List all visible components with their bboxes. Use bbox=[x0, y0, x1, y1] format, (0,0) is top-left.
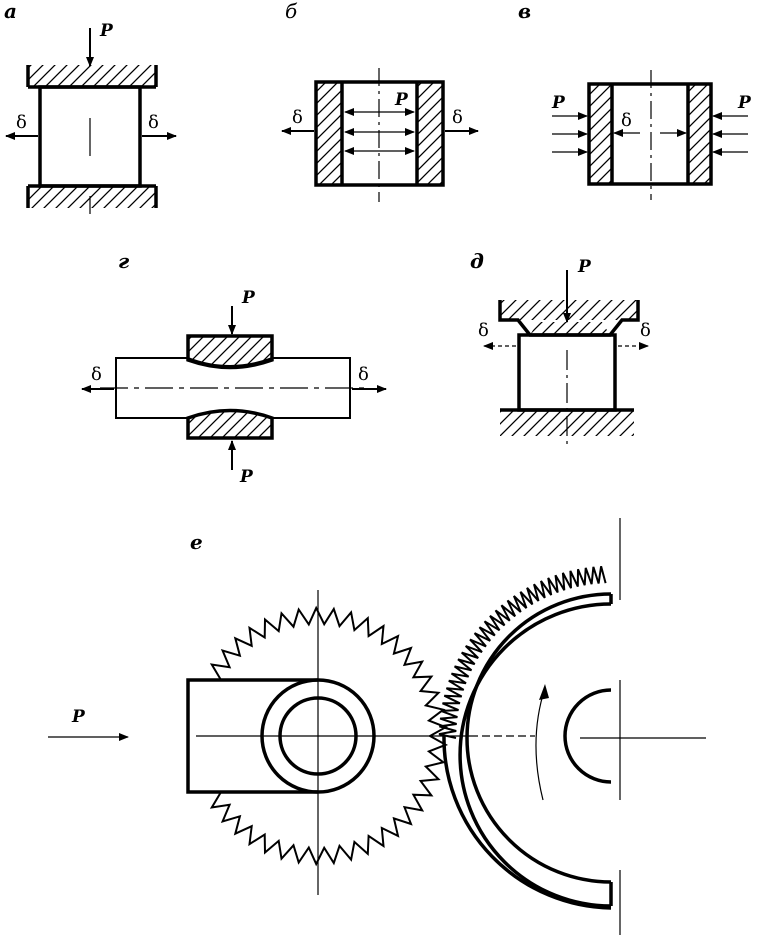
force-label: P bbox=[394, 90, 409, 110]
disp-label: δ bbox=[621, 110, 632, 131]
tool-gear-rim-lower bbox=[442, 735, 612, 910]
disp-label-right: δ bbox=[640, 320, 651, 341]
force-label-bottom: P bbox=[239, 467, 254, 487]
bottom-die-hatch bbox=[28, 186, 156, 208]
container-outline bbox=[587, 82, 713, 186]
panel-b-letter: б bbox=[285, 0, 298, 23]
panel-v-letter: в bbox=[518, 0, 531, 23]
holder-body bbox=[186, 678, 318, 794]
force-label: P bbox=[99, 21, 114, 41]
disp-label-left: δ bbox=[292, 107, 303, 128]
panel-d: д P δ δ bbox=[470, 249, 651, 445]
disp-label-left: δ bbox=[91, 364, 102, 385]
force-label: P bbox=[577, 257, 592, 277]
panel-a-letter: а bbox=[4, 0, 17, 23]
right-wall-hatch bbox=[417, 82, 443, 185]
top-die-hatch bbox=[28, 65, 156, 87]
left-wall-hatch bbox=[589, 84, 612, 184]
tool-gear-hub bbox=[563, 688, 612, 784]
panel-b: б P δ δ bbox=[281, 0, 479, 202]
disp-label-right: δ bbox=[452, 107, 463, 128]
billet bbox=[38, 85, 142, 188]
force-label-right: P bbox=[737, 93, 752, 113]
left-wall-hatch bbox=[316, 82, 342, 185]
panel-d-letter: д bbox=[470, 249, 484, 273]
panel-a: а P δ δ bbox=[4, 0, 177, 214]
force-label: P bbox=[71, 707, 86, 727]
force-label-top: P bbox=[241, 288, 256, 308]
panel-e-letter: е bbox=[190, 530, 203, 554]
disp-label-left: δ bbox=[478, 320, 489, 341]
disp-label-right: δ bbox=[148, 112, 159, 133]
force-label-left: P bbox=[551, 93, 566, 113]
panel-v: в δ P P bbox=[518, 0, 752, 200]
lower-die-hatch bbox=[188, 410, 272, 438]
panel-e: е P bbox=[48, 518, 706, 935]
tool-gear-rim-outer bbox=[465, 592, 612, 884]
upper-die-hatch bbox=[500, 300, 638, 320]
rotation-arrow bbox=[535, 687, 546, 801]
panel-g: г P P δ δ bbox=[81, 249, 387, 487]
disp-label-left: δ bbox=[16, 112, 27, 133]
upper-die bbox=[186, 334, 274, 370]
right-wall-hatch bbox=[688, 84, 711, 184]
billet bbox=[115, 357, 351, 419]
upper-die-hatch bbox=[188, 336, 272, 368]
tool-gear-teeth bbox=[438, 566, 607, 739]
panel-g-letter: г bbox=[118, 249, 130, 273]
disp-label-right: δ bbox=[358, 364, 369, 385]
